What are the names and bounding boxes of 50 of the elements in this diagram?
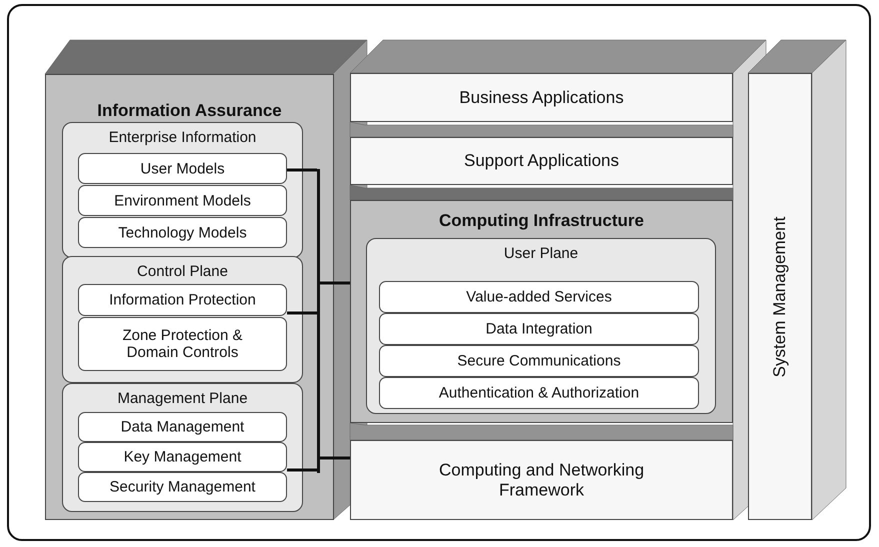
connector-line: [320, 282, 350, 284]
component-label: Authentication & Authorization: [438, 384, 640, 402]
section-heading: Information Assurance: [96, 101, 283, 121]
component-label: Data Management: [120, 418, 246, 436]
component-label: Information Protection: [108, 291, 257, 309]
component-box: [78, 185, 287, 216]
component-label: Secure Communications: [456, 352, 622, 370]
component-label: Value-added Services: [465, 288, 613, 306]
layer-box: [350, 137, 733, 185]
section-heading: Management Plane: [116, 390, 249, 408]
component-box: [379, 313, 699, 345]
group-box: [366, 238, 716, 414]
connector-line: [320, 456, 350, 460]
bus-bar: [317, 169, 320, 473]
section-heading: Control Plane: [136, 263, 229, 280]
component-box: [78, 284, 287, 316]
component-label: Computing and Networking Framework: [438, 460, 646, 500]
group-box: [62, 383, 303, 512]
layer-box: [350, 440, 733, 520]
component-label: Key Management: [122, 448, 242, 466]
component-box: [78, 217, 287, 248]
group-box: [62, 256, 303, 383]
connector-line: [287, 468, 317, 472]
layer-box: [350, 73, 733, 122]
component-box: [78, 412, 287, 442]
component-label: Zone Protection & Domain Controls: [121, 326, 244, 362]
component-label: Environment Models: [113, 192, 252, 210]
component-label: Support Applications: [463, 151, 620, 171]
group-box: [62, 122, 303, 258]
connector-line: [287, 168, 317, 172]
component-box: [78, 153, 287, 184]
connector-line: [287, 312, 317, 314]
layer-box: [748, 73, 812, 520]
section-panel: [45, 74, 334, 520]
component-label: Security Management: [108, 478, 256, 496]
component-label: Technology Models: [117, 224, 248, 242]
component-box: [78, 317, 287, 371]
component-label: User Models: [139, 160, 226, 178]
component-box: [78, 472, 287, 502]
section-heading: Computing Infrastructure: [438, 211, 645, 231]
component-box: [78, 442, 287, 472]
component-box: [379, 377, 699, 409]
component-box: [379, 281, 699, 313]
component-label: Business Applications: [458, 88, 625, 108]
section-panel: [350, 200, 733, 423]
component-label: Data Integration: [484, 320, 594, 338]
section-heading: User Plane: [502, 245, 580, 262]
component-label: System Management: [770, 216, 790, 377]
component-box: [379, 345, 699, 377]
section-heading: Enterprise Information: [108, 129, 258, 146]
